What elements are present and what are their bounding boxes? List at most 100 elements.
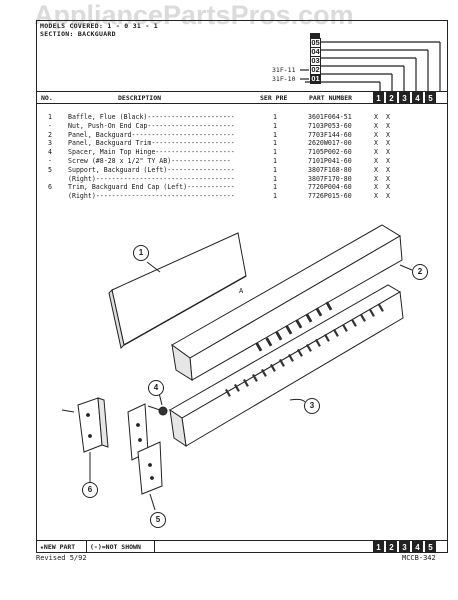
revision-label: 31F-11 — [272, 66, 296, 74]
header-box-1: 1 — [373, 92, 384, 103]
revision-tag: 02 — [310, 65, 321, 75]
item-mark: X — [374, 113, 378, 121]
panel-end — [171, 343, 193, 381]
revised-date: Revised 5/92 — [36, 554, 87, 562]
callout-1: 1 — [133, 245, 149, 261]
item-qty: 1 — [273, 148, 277, 157]
item-description: Screw (#8-28 x 1/2" TY AB)--------------… — [68, 156, 231, 165]
footer-box-3: 3 — [399, 541, 410, 552]
item-mark: X — [374, 156, 378, 165]
revision-label: 31F-10 — [272, 75, 296, 83]
page-code: MCCB-342 — [402, 554, 436, 562]
not-shown-legend: (-)=NOT SHOWN — [90, 543, 141, 551]
item-description: Nut, Push-On End Cap--------------------… — [68, 121, 235, 130]
item-mark: X — [386, 148, 390, 157]
page-frame — [36, 20, 448, 553]
item-qty: 1 — [273, 174, 277, 183]
item-description: Support, Backguard (Left)---------------… — [68, 165, 235, 174]
item-qty: 1 — [273, 113, 277, 121]
col-description: DESCRIPTION — [118, 94, 162, 102]
revision-tag-stack: 05 04 03 02 01 — [310, 38, 321, 84]
item-mark: X — [386, 121, 390, 130]
item-part-number: 3807F170-80 — [308, 174, 352, 183]
item-description: (Right)---------------------------------… — [68, 192, 235, 201]
item-no: 1 — [48, 113, 52, 121]
callout-2: 2 — [412, 264, 428, 280]
header-box-5: 5 — [425, 92, 436, 103]
footer-box-4: 4 — [412, 541, 423, 552]
column-header: NO. DESCRIPTION SER PRE PART NUMBER — [36, 91, 448, 104]
baffle-edge — [108, 288, 125, 350]
item-mark: X — [374, 192, 378, 201]
item-part-number: 2620W017-00 — [308, 139, 352, 148]
item-qty: 1 — [273, 165, 277, 174]
item-mark: X — [386, 156, 390, 165]
item-part-number: 7726P004-60 — [308, 183, 352, 192]
diagram-label: A — [239, 287, 244, 295]
revision-tag: 04 — [310, 47, 321, 57]
item-mark: X — [386, 174, 390, 183]
col-no: NO. — [41, 94, 53, 102]
item-mark: X — [374, 121, 378, 130]
item-part-number: 7703F144-60 — [308, 130, 352, 139]
item-description: Panel, Backguard Trim-------------------… — [68, 139, 235, 148]
item-qty: 1 — [273, 156, 277, 165]
col-part-number: PART NUMBER — [309, 94, 353, 102]
support-lower — [137, 441, 163, 495]
item-mark: X — [374, 130, 378, 139]
footer-bar: ★NEW PART (-)=NOT SHOWN — [36, 540, 448, 553]
item-part-number: 7103P053-60 — [308, 121, 352, 130]
item-mark: X — [374, 139, 378, 148]
item-qty: 1 — [273, 192, 277, 201]
header-box-4: 4 — [412, 92, 423, 103]
item-no: 3 — [48, 139, 52, 148]
item-no: 2 — [48, 130, 52, 139]
spacer-part — [158, 406, 168, 416]
callout-6: 6 — [82, 482, 98, 498]
item-qty: 1 — [273, 139, 277, 148]
item-description: (Right)---------------------------------… — [68, 174, 235, 183]
item-description: Panel, Backguard------------------------… — [68, 130, 235, 139]
item-description: Spacer, Main Top Hinge------------------… — [68, 148, 235, 157]
footer-box-5: 5 — [425, 541, 436, 552]
revision-labels: 31F-11 31F-10 — [272, 66, 295, 84]
item-mark: X — [386, 183, 390, 192]
footer-box-1: 1 — [373, 541, 384, 552]
item-qty: 1 — [273, 183, 277, 192]
item-mark: X — [386, 192, 390, 201]
new-part-legend: ★NEW PART — [40, 543, 76, 551]
item-mark: X — [374, 165, 378, 174]
item-mark: X — [374, 174, 378, 183]
item-mark: X — [386, 139, 390, 148]
item-part-number: 3601F064-51 — [308, 113, 352, 121]
col-ser-pre: SER PRE — [260, 94, 288, 102]
revision-tag: 05 — [310, 38, 321, 48]
item-no: - — [48, 121, 52, 130]
item-part-number: 7726P015-60 — [308, 192, 352, 201]
item-qty: 1 — [273, 130, 277, 139]
callout-3: 3 — [304, 398, 320, 414]
trim-end — [169, 408, 187, 448]
revision-tag: 01 — [310, 74, 321, 84]
item-mark: X — [386, 130, 390, 139]
item-mark: X — [374, 183, 378, 192]
item-mark: X — [386, 165, 390, 174]
item-part-number: 7101P041-60 — [308, 156, 352, 165]
item-no: 5 — [48, 165, 52, 174]
callout-5: 5 — [150, 512, 166, 528]
item-part-number: 3807F168-80 — [308, 165, 352, 174]
item-qty: 1 — [273, 121, 277, 130]
item-description: Baffle, Flue (Black)--------------------… — [68, 113, 235, 121]
item-no: 6 — [48, 183, 52, 192]
item-no: 4 — [48, 148, 52, 157]
section-header: SECTION: BACKGUARD — [40, 30, 116, 38]
header-box-2: 2 — [386, 92, 397, 103]
item-part-number: 7105P002-60 — [308, 148, 352, 157]
footer-box-2: 2 — [386, 541, 397, 552]
revision-tag: 03 — [310, 56, 321, 66]
item-description: Trim, Backguard End Cap (Left)----------… — [68, 183, 235, 192]
callout-4: 4 — [148, 380, 164, 396]
item-no: - — [48, 156, 52, 165]
